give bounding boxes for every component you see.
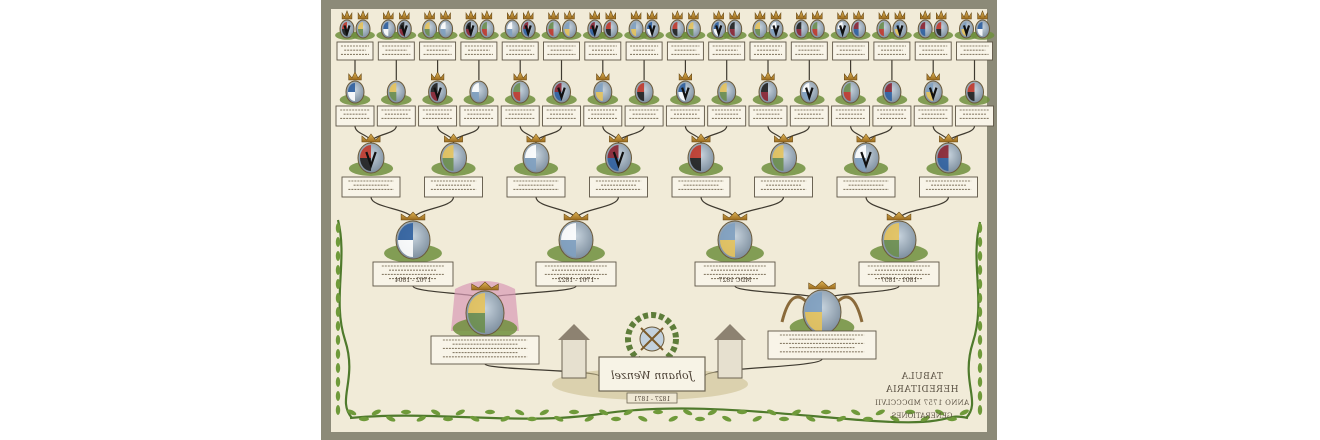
ancestor-node-gen4 (459, 80, 499, 127)
ancestor-node-gen4 (789, 80, 829, 127)
center-nameplate (598, 356, 706, 392)
caption-line-2: ANNO 1757 MDCCCLVII (874, 399, 970, 407)
ancestor-node-gen3 (671, 133, 731, 198)
gen2-date: 1761 - 1822 (558, 277, 595, 284)
center-date: 1827 - 1871 (634, 396, 670, 403)
ancestor-node-gen2: 1761 - 1822 (535, 211, 617, 287)
ancestor-node-gen4 (913, 71, 953, 127)
ancestor-node-gen3 (506, 133, 566, 198)
ancestor-node-gen5 (624, 10, 664, 61)
ancestor-node-gen2: MDC 1827 (694, 211, 776, 287)
parent-node (767, 280, 877, 360)
decorative-vine-border (335, 219, 983, 424)
ancestor-node-gen4 (500, 71, 540, 127)
parent-node (430, 281, 540, 365)
ancestor-node-gen3 (836, 133, 896, 198)
gen2-date: MDC 1827 (718, 277, 751, 284)
coat-of-arms-grid: 1762 - 1804 1761 - 1822 MDC 1827 1801 - 185… (335, 10, 995, 365)
ancestor-node-gen4 (955, 80, 994, 127)
ancestor-node-gen5 (335, 10, 375, 61)
ancestor-node-gen3 (424, 133, 483, 198)
gen2-date: 1801 - 1857 (881, 277, 918, 284)
center-vignette: Johann Wenzel 1827 - 1871 (552, 312, 748, 404)
caption-line-3: GENERATIONES (891, 412, 953, 420)
ancestor-node-gen2: 1801 - 1857 (858, 211, 940, 287)
ancestor-node-gen5 (954, 10, 995, 61)
ancestor-node-gen5 (459, 10, 499, 61)
ancestor-node-gen4 (624, 80, 664, 127)
ancestor-node-gen5 (789, 10, 830, 61)
ancestor-node-gen5 (830, 10, 871, 61)
ancestor-node-gen5 (376, 10, 417, 61)
ancestor-node-gen5 (541, 10, 582, 61)
ancestor-node-gen5 (706, 10, 747, 61)
mirrored-caption: TABULA HEREDITARIA ANNO 1757 MDCCCLVII G… (866, 371, 978, 420)
ancestor-node-gen4 (748, 71, 788, 127)
ancestor-node-gen4 (335, 71, 375, 127)
ancestor-node-gen3 (589, 133, 648, 198)
ancestor-node-gen4 (542, 80, 581, 127)
ancestor-node-gen5 (582, 10, 623, 61)
ancestor-node-gen4 (418, 71, 458, 127)
caption-line-1: TABULA HEREDITARIA (885, 372, 959, 395)
ancestor-node-gen4 (583, 71, 623, 127)
ancestor-node-gen2: 1762 - 1804 (372, 211, 454, 287)
ancestor-node-gen5 (665, 10, 706, 61)
ancestor-node-gen5 (748, 10, 788, 61)
ancestor-node-gen5 (872, 10, 912, 61)
ancestor-node-gen5 (417, 10, 458, 61)
ancestor-node-gen4 (665, 71, 705, 127)
ancestor-node-gen4 (707, 80, 747, 127)
ancestor-node-gen4 (831, 71, 871, 127)
ancestor-node-gen3 (754, 133, 813, 198)
ancestor-node-gen4 (872, 80, 912, 127)
ancestor-node-gen3 (341, 133, 401, 198)
center-signature: Johann Wenzel (610, 369, 695, 382)
ancestor-node-gen5 (500, 10, 541, 61)
ancestor-node-gen3 (919, 133, 978, 198)
ancestor-node-gen5 (913, 10, 954, 61)
gen2-date: 1762 - 1804 (395, 277, 432, 284)
ancestor-node-gen4 (376, 80, 416, 127)
